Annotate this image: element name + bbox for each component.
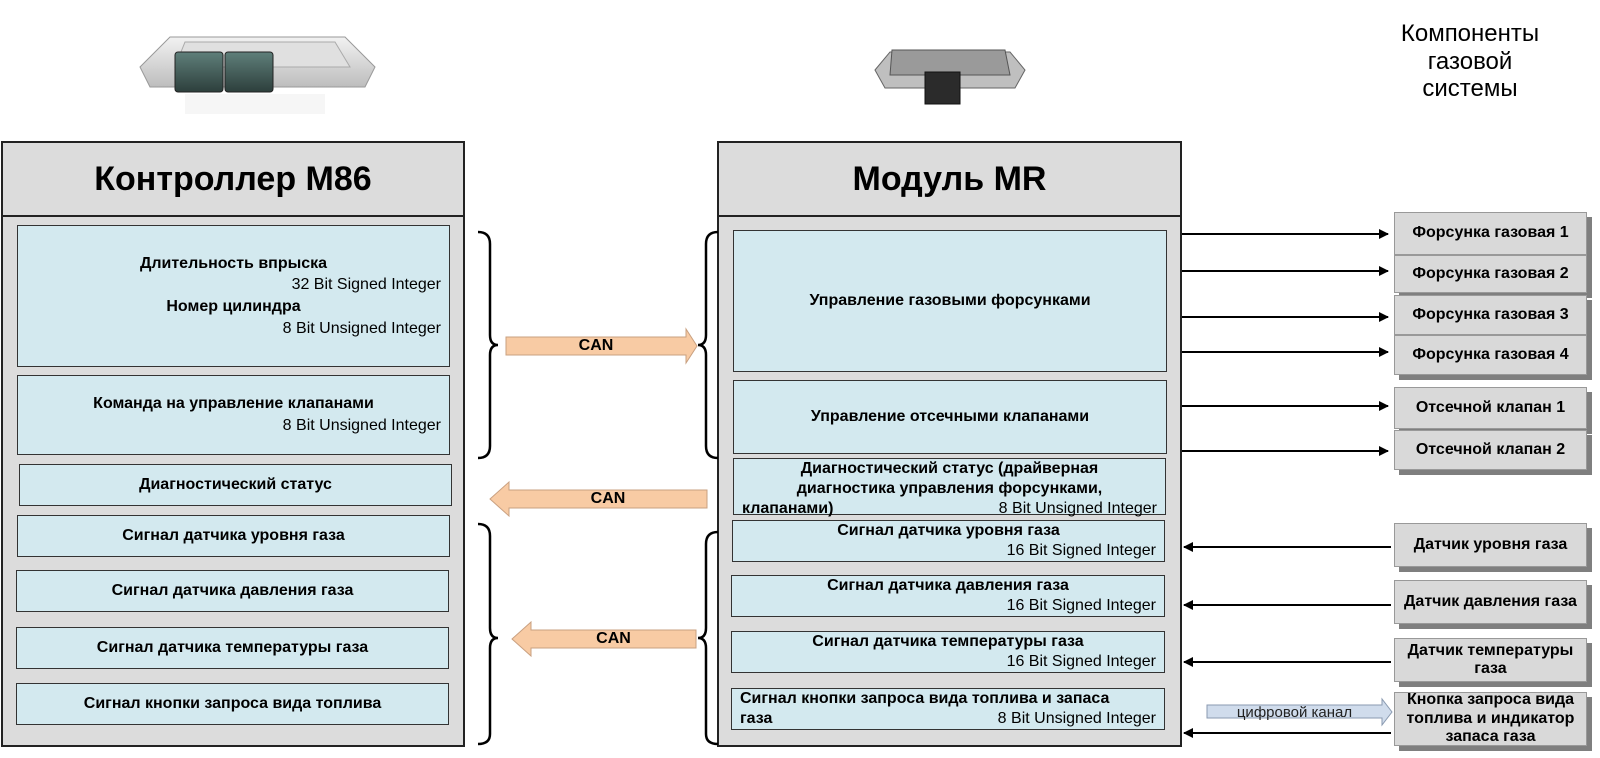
controller-cell-fuel-button-signal: Сигнал кнопки запроса вида топлива	[16, 683, 449, 725]
component-injector-4: Форсунка газовая 4	[1394, 335, 1587, 375]
mr-module-image	[870, 30, 1030, 110]
module-cell-injector-control: Управление газовыми форсунками	[733, 230, 1167, 372]
controller-m86-title: Контроллер M86	[3, 143, 463, 217]
cell-footer: газа 8 Bit Unsigned Integer	[740, 709, 1156, 729]
cell-type: 8 Bit Unsigned Integer	[282, 417, 441, 434]
controller-cell-diagnostic-status: Диагностический статус	[19, 464, 452, 506]
cell-title: Диагностический статус	[139, 476, 332, 494]
cell-title: Сигнал датчика температуры газа	[812, 633, 1084, 650]
cell-type: 8 Bit Unsigned Integer	[282, 319, 441, 337]
brace-module-top	[697, 230, 719, 460]
component-fuel-button-indicator: Кнопка запроса вида топлива и индикатор …	[1394, 691, 1587, 746]
controller-cell-temperature-signal: Сигнал датчика температуры газа	[16, 627, 449, 669]
can-bus-label-1: CAN	[578, 337, 614, 354]
cell-title-last: клапанами)	[742, 500, 834, 517]
cell-title: Сигнал датчика уровня газа	[837, 522, 1060, 539]
cell-type: 32 Bit Signed Integer	[291, 276, 441, 294]
brace-controller-top	[477, 230, 499, 460]
cell-footer: клапанами) 8 Bit Unsigned Integer	[742, 499, 1157, 519]
component-valve-2: Отсечной клапан 2	[1394, 430, 1587, 470]
cell-title-last: газа	[740, 710, 773, 727]
module-cell-temperature-signal: Сигнал датчика температуры газа 16 Bit S…	[731, 631, 1165, 673]
cell-type: 16 Bit Signed Integer	[1006, 542, 1156, 559]
ecu-controller-image	[130, 12, 380, 122]
can-bus-label-3: CAN	[596, 630, 631, 647]
cell-title: Сигнал датчика уровня газа	[122, 527, 345, 545]
cell-title: Номер цилиндра	[166, 298, 301, 315]
heading-line-2: газовой	[1427, 47, 1513, 75]
brace-module-bottom	[697, 530, 719, 746]
cell-title: Длительность впрыска	[139, 254, 328, 272]
brace-controller-bottom	[477, 522, 499, 746]
cell-type: 16 Bit Signed Integer	[1006, 597, 1156, 614]
digital-channel-label: цифровой канал	[1236, 703, 1353, 721]
component-valve-1: Отсечной клапан 1	[1394, 387, 1587, 429]
heading-line-3: системы	[1422, 75, 1518, 103]
component-pressure-sensor: Датчик давления газа	[1394, 580, 1587, 624]
cell-title: Сигнал датчика давления газа	[827, 577, 1069, 594]
cell-title: Сигнал датчика давления газа	[111, 582, 354, 600]
module-cell-diagnostic-status: Диагностический статус (драйверная диагн…	[733, 458, 1166, 517]
cell-title: Управление газовыми форсунками	[809, 292, 1091, 310]
cell-title: Сигнал кнопки запроса вида топлива и зап…	[740, 690, 1110, 707]
module-cell-valve-control: Управление отсечными клапанами	[733, 380, 1167, 454]
controller-cell-level-signal: Сигнал датчика уровня газа	[17, 515, 450, 557]
module-cell-level-signal: Сигнал датчика уровня газа 16 Bit Signed…	[732, 520, 1165, 562]
component-injector-3: Форсунка газовая 3	[1394, 295, 1587, 335]
cell-type: 8 Bit Unsigned Integer	[997, 710, 1156, 727]
cell-title: Сигнал датчика температуры газа	[96, 639, 369, 657]
component-level-sensor: Датчик уровня газа	[1394, 523, 1587, 567]
cell-title: Диагностический статус (драйверная диагн…	[796, 460, 1103, 497]
module-cell-pressure-signal: Сигнал датчика давления газа 16 Bit Sign…	[731, 575, 1165, 617]
module-cell-fuel-button-signal: Сигнал кнопки запроса вида топлива и зап…	[731, 688, 1165, 730]
heading-line-1: Компоненты	[1400, 20, 1540, 47]
cell-type: 16 Bit Signed Integer	[1006, 653, 1156, 670]
cell-title: Управление отсечными клапанами	[810, 408, 1090, 426]
controller-cell-valve-command: Команда на управление клапанами 8 Bit Un…	[17, 375, 450, 455]
cell-title: Команда на управление клапанами	[93, 395, 374, 413]
controller-cell-injection: Длительность впрыска 32 Bit Signed Integ…	[17, 225, 450, 367]
can-bus-label-2: CAN	[590, 490, 626, 507]
cell-type: 8 Bit Unsigned Integer	[998, 500, 1157, 517]
controller-cell-pressure-signal: Сигнал датчика давления газа	[16, 570, 449, 612]
components-heading: Компоненты газовой системы	[1380, 20, 1560, 103]
component-injector-2: Форсунка газовая 2	[1394, 255, 1587, 293]
component-injector-1: Форсунка газовая 1	[1394, 212, 1587, 255]
component-temperature-sensor: Датчик температуры газа	[1394, 638, 1587, 682]
cell-title: Сигнал кнопки запроса вида топлива	[83, 695, 382, 713]
module-mr-title: Модуль MR	[719, 143, 1180, 217]
